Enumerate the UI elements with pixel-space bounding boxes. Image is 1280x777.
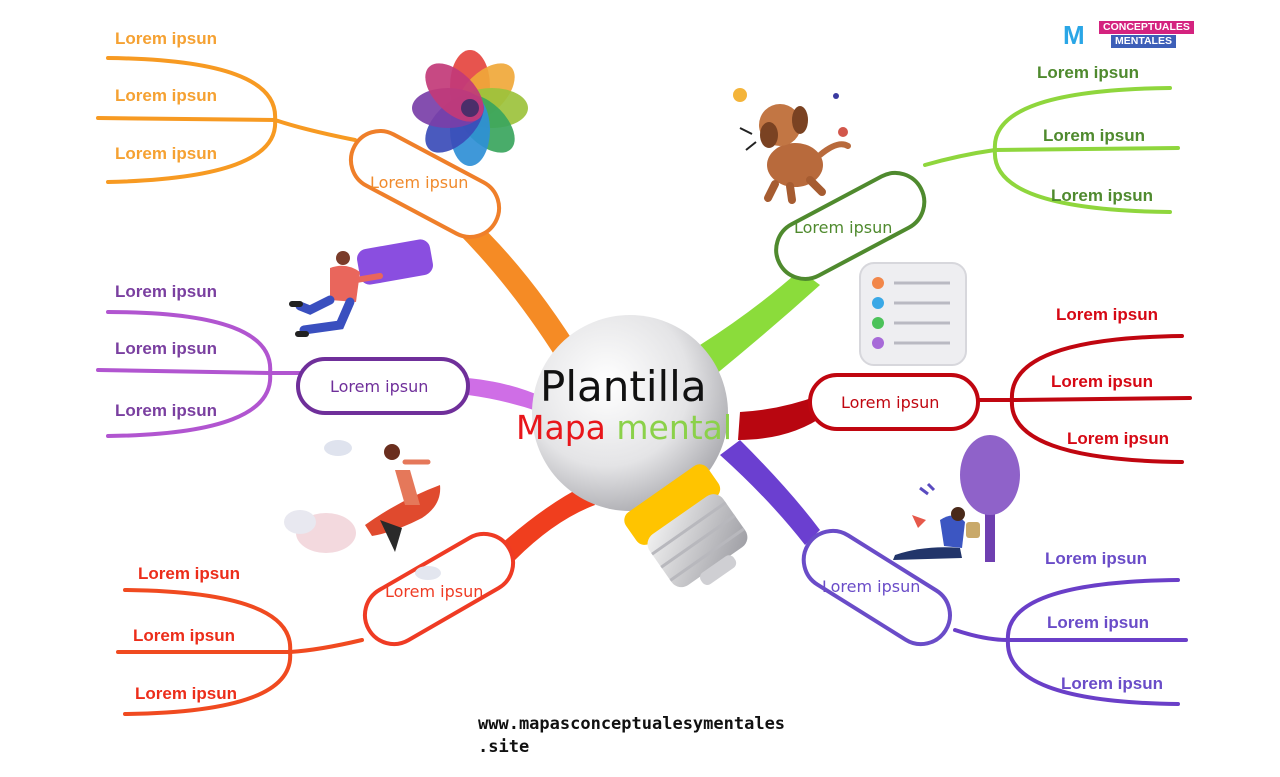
leaf-top-right-2: Lorem ipsun [1043, 126, 1146, 145]
leaf-mid-right-2: Lorem ipsun [1051, 372, 1154, 391]
pill-bottom-left [362, 532, 516, 646]
fork-bottom-left [116, 588, 364, 716]
fork-bottom-right [953, 578, 1188, 706]
leaf-mid-left-2: Lorem ipsun [115, 339, 218, 358]
logo-line2: MENTALES [1111, 35, 1176, 48]
leaf-bottom-right-2: Lorem ipsun [1047, 613, 1150, 632]
leaf-bottom-left-1: Lorem ipsun [138, 564, 241, 583]
leaf-top-right-3: Lorem ipsun [1051, 186, 1154, 205]
center-subtitle-word1: Mapa [516, 408, 606, 447]
fork-top-left [96, 56, 357, 184]
center-subtitle-word2: mental [616, 408, 733, 447]
logo-mark: M [1063, 20, 1085, 50]
website-line1: www.mapasconceptualesymentales [478, 714, 786, 734]
pill-top-left [348, 129, 502, 239]
person-reading-icon [893, 435, 1020, 562]
center-title: Plantilla [540, 362, 707, 411]
leaf-bottom-right-3: Lorem ipsun [1061, 674, 1164, 693]
pill-label-mid-right: Lorem ipsun [841, 393, 940, 412]
leaf-top-left-2: Lorem ipsun [115, 86, 218, 105]
leaf-bottom-right-1: Lorem ipsun [1045, 549, 1148, 568]
pill-label-top-right: Lorem ipsun [794, 218, 893, 237]
logo-line1: CONCEPTUALES [1099, 21, 1194, 34]
fork-mid-left [96, 310, 302, 438]
leaf-top-left-3: Lorem ipsun [115, 144, 218, 163]
leaf-mid-left-1: Lorem ipsun [115, 282, 218, 301]
website-url: www.mapasconceptualesymentales .site [478, 713, 785, 759]
pill-top-right [774, 171, 927, 281]
pill-label-bottom-right: Lorem ipsun [822, 577, 921, 596]
color-wheel-icon [412, 50, 528, 166]
dog-icon [733, 88, 851, 204]
pill-label-top-left: Lorem ipsun [370, 173, 469, 192]
connector-mid-right [738, 395, 825, 440]
person-with-sign-icon [289, 239, 433, 337]
leaf-top-left-1: Lorem ipsun [115, 29, 218, 48]
pill-bottom-right [801, 528, 952, 647]
checklist-icon [859, 262, 967, 366]
leaf-bottom-left-2: Lorem ipsun [133, 626, 236, 645]
pill-mid-right [808, 373, 980, 431]
leaf-mid-left-3: Lorem ipsun [115, 401, 218, 420]
website-line2: .site [478, 737, 530, 757]
fork-top-right [923, 86, 1180, 214]
connector-bottom-right [720, 440, 820, 545]
pill-label-bottom-left: Lorem ipsun [385, 582, 484, 601]
center-subtitle: Mapa mental [516, 408, 732, 447]
leaf-bottom-left-3: Lorem ipsun [135, 684, 238, 703]
pill-mid-left [296, 357, 470, 415]
connector-top-right [700, 270, 820, 375]
light-bulb-icon [532, 315, 748, 588]
connector-mid-left [468, 378, 545, 412]
brand-logo: M CONCEPTUALES MENTALES [1063, 18, 1194, 50]
rocket-rider-icon [284, 440, 441, 580]
connector-bottom-left [500, 485, 595, 560]
fork-mid-right [973, 334, 1192, 464]
leaf-mid-right-3: Lorem ipsun [1067, 429, 1170, 448]
leaf-mid-right-1: Lorem ipsun [1056, 305, 1159, 324]
pill-label-mid-left: Lorem ipsun [330, 377, 429, 396]
leaf-top-right-1: Lorem ipsun [1037, 63, 1140, 82]
connector-top-left [455, 215, 585, 372]
